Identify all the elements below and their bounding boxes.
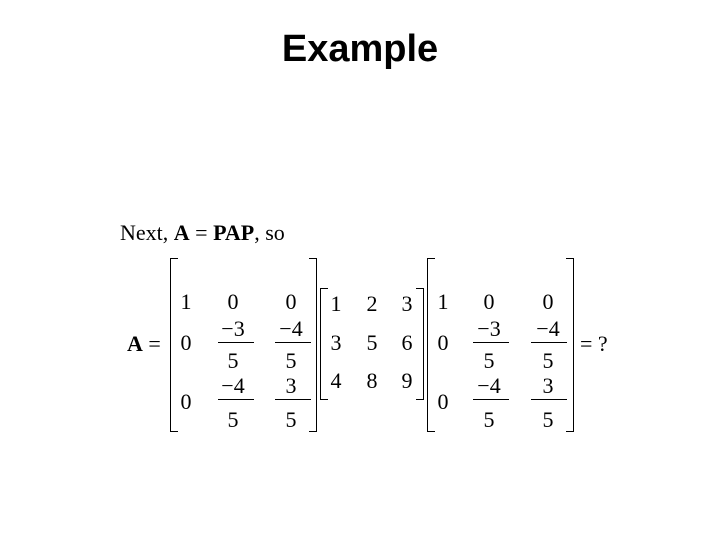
p1-frac-den: 5 xyxy=(227,348,239,373)
a-right-bracket xyxy=(416,288,424,400)
p2-cell: 0 xyxy=(542,289,554,314)
p1-left-bracket xyxy=(170,258,178,432)
intro-prefix: Next, xyxy=(120,220,174,245)
intro-line: Next, A = PAP, so xyxy=(120,220,285,246)
p1-frac-bar xyxy=(218,342,254,343)
p2-frac-bar xyxy=(531,399,567,400)
p2-right-bracket xyxy=(566,258,574,432)
p2-frac-den: 5 xyxy=(542,348,554,373)
p1-frac-num: 3 xyxy=(285,373,297,398)
p2-frac-num: −4 xyxy=(536,316,560,341)
a-cell: 8 xyxy=(366,368,378,393)
intro-suffix: , so xyxy=(254,220,285,245)
equation-lhs-symbol: A xyxy=(127,331,143,356)
intro-rhs: PAP xyxy=(213,220,255,245)
p1-frac-num: −4 xyxy=(279,316,303,341)
a-left-bracket xyxy=(320,288,328,400)
a-cell: 2 xyxy=(366,291,378,316)
intro-lhs: A xyxy=(173,220,190,245)
p1-cell: 0 xyxy=(180,330,192,355)
p1-frac-den: 5 xyxy=(227,407,239,432)
p2-frac-den: 5 xyxy=(542,407,554,432)
p1-frac-den: 5 xyxy=(285,348,297,373)
p1-frac-num: −3 xyxy=(221,316,245,341)
p1-frac-bar xyxy=(275,342,311,343)
a-cell: 9 xyxy=(401,368,413,393)
p2-frac-num: −4 xyxy=(477,373,501,398)
intro-eq: = xyxy=(189,220,214,245)
p1-cell: 0 xyxy=(180,389,192,414)
p1-right-bracket xyxy=(309,258,317,432)
p2-left-bracket xyxy=(427,258,435,432)
equation-result: = ? xyxy=(580,331,608,356)
p2-frac-den: 5 xyxy=(483,407,495,432)
a-cell: 4 xyxy=(330,368,342,393)
p2-cell: 0 xyxy=(437,389,449,414)
p1-frac-num: −4 xyxy=(221,373,245,398)
p2-frac-den: 5 xyxy=(483,348,495,373)
p2-frac-bar xyxy=(473,342,509,343)
p1-cell: 0 xyxy=(227,289,239,314)
p1-frac-bar xyxy=(218,399,254,400)
p1-frac-bar xyxy=(275,399,311,400)
p2-frac-num: −3 xyxy=(477,316,501,341)
p2-frac-bar xyxy=(473,399,509,400)
a-cell: 1 xyxy=(330,291,342,316)
equation-eq-sign: = xyxy=(148,331,161,356)
p2-cell: 0 xyxy=(483,289,495,314)
p2-cell: 0 xyxy=(437,330,449,355)
a-cell: 6 xyxy=(401,330,413,355)
p1-frac-den: 5 xyxy=(285,407,297,432)
p1-cell: 1 xyxy=(180,289,192,314)
equation-lhs: A = xyxy=(127,331,161,357)
a-cell: 3 xyxy=(330,330,342,355)
p2-frac-num: 3 xyxy=(542,373,554,398)
slide-title: Example xyxy=(281,28,439,70)
p1-cell: 0 xyxy=(285,289,297,314)
a-cell: 5 xyxy=(366,330,378,355)
p2-cell: 1 xyxy=(437,289,449,314)
p2-frac-bar xyxy=(531,342,567,343)
a-cell: 3 xyxy=(401,291,413,316)
